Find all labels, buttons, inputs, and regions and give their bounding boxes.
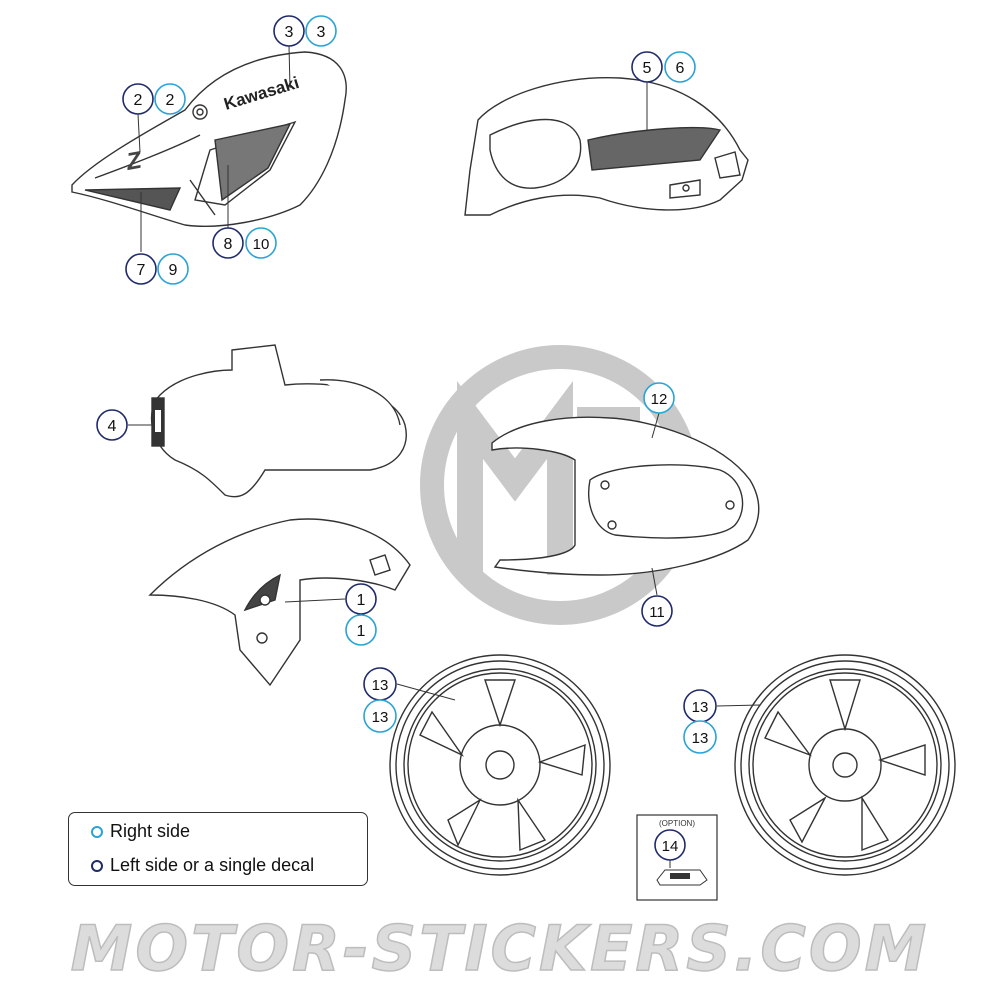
callout-11-left: 11	[641, 595, 673, 627]
svg-text:14: 14	[662, 838, 679, 855]
tank-cover-part: Kawasaki Z	[71, 51, 347, 227]
front-wheel-part	[389, 654, 611, 876]
option-label: (OPTION)	[659, 819, 695, 828]
svg-text:13: 13	[372, 709, 389, 726]
callout-1-left: 1	[345, 583, 377, 615]
leader-lines	[128, 45, 761, 868]
legend-right-side-label: Right side	[110, 821, 191, 841]
callout-13-right-a: 13	[363, 699, 397, 733]
callout-8-left: 8	[212, 227, 244, 259]
svg-text:4: 4	[108, 418, 117, 435]
callout-2-left: 2	[122, 83, 154, 115]
callout-1-right: 1	[345, 614, 377, 646]
callout-7-left: 7	[125, 253, 157, 285]
svg-text:1: 1	[357, 623, 366, 640]
svg-text:13: 13	[692, 730, 709, 747]
callout-2-right: 2	[154, 83, 186, 115]
svg-text:11: 11	[649, 604, 665, 621]
callout-10-right: 10	[245, 227, 277, 259]
side-shroud-part	[464, 77, 749, 216]
front-fender-part	[148, 518, 411, 687]
svg-text:9: 9	[169, 262, 178, 279]
callout-13-right-b: 13	[683, 720, 717, 754]
callout-9-right: 9	[157, 253, 189, 285]
legend-right-side: Right side	[91, 821, 190, 842]
callout-5-left: 5	[631, 51, 663, 83]
legend-left-side: Left side or a single decal	[91, 855, 314, 876]
legend-left-side-label: Left side or a single decal	[110, 855, 315, 875]
tank-z-logo: Z	[123, 147, 144, 177]
callout-13-left-a: 13	[363, 667, 397, 701]
callout-3-left: 3	[273, 15, 305, 47]
rear-wheel-part	[734, 654, 956, 876]
svg-text:13: 13	[372, 677, 389, 694]
legend-box: Right side Left side or a single decal	[68, 812, 368, 886]
callout-14-left: 14	[654, 829, 686, 861]
callout-13-left-b: 13	[683, 689, 717, 723]
svg-text:2: 2	[166, 92, 175, 109]
svg-text:5: 5	[643, 60, 652, 77]
svg-text:3: 3	[285, 24, 294, 41]
svg-text:13: 13	[692, 699, 709, 716]
callout-6-right: 6	[664, 51, 696, 83]
svg-text:10: 10	[253, 236, 270, 253]
svg-text:1: 1	[357, 592, 366, 609]
seat-cowl-part	[491, 416, 760, 576]
right-side-marker-icon	[91, 825, 103, 838]
callout-3-right: 3	[305, 15, 337, 47]
svg-text:2: 2	[134, 92, 143, 109]
callout-12-right: 12	[643, 382, 675, 414]
svg-text:6: 6	[676, 60, 685, 77]
callout-4-left: 4	[96, 409, 128, 441]
site-watermark: MOTOR-STICKERS.COM	[70, 911, 930, 986]
rear-fender-top-part	[150, 344, 407, 498]
svg-text:8: 8	[224, 236, 233, 253]
svg-text:3: 3	[317, 24, 326, 41]
svg-text:7: 7	[137, 262, 146, 279]
left-side-marker-icon	[91, 859, 103, 872]
svg-text:12: 12	[651, 391, 668, 408]
